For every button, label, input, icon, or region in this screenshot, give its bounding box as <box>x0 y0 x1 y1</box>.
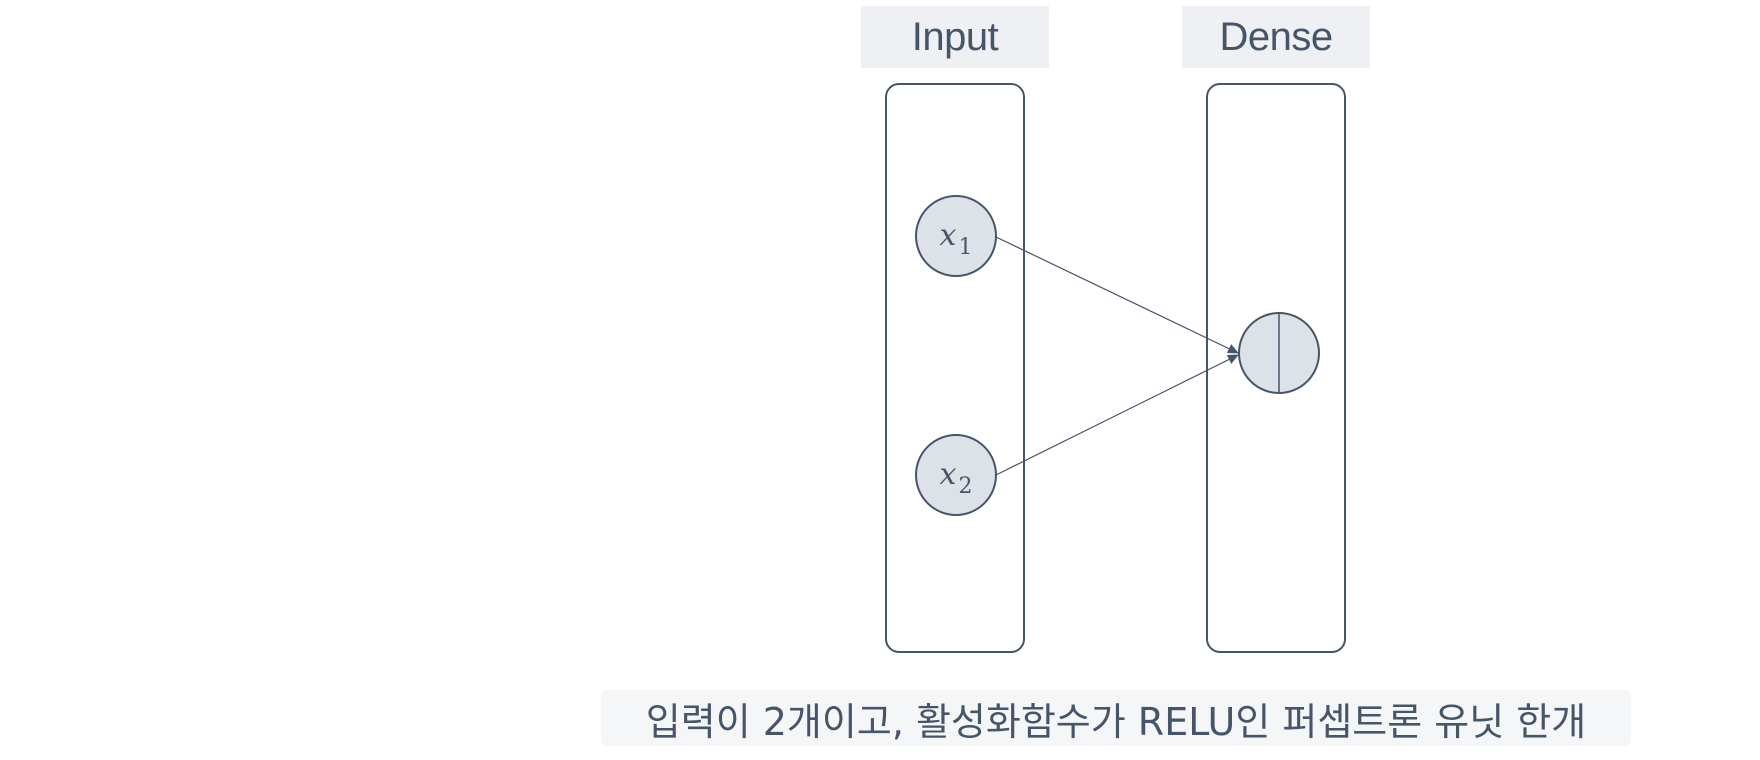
dense-layer-title: Dense <box>1219 14 1333 59</box>
connection-x1-to-unit <box>995 236 1239 354</box>
input-layer-header: Input <box>861 6 1049 68</box>
dense-layer-header: Dense <box>1182 6 1370 68</box>
x1-symbol: x <box>939 218 957 253</box>
caption-text: 입력이 2개이고, 활성화함수가 RELU인 퍼셉트론 유닛 한개 <box>645 699 1587 744</box>
input-layer-box <box>885 83 1025 653</box>
x2-symbol: x <box>939 457 957 492</box>
connection-x2-to-unit <box>995 354 1239 476</box>
x2-subscript: 2 <box>958 474 973 499</box>
x1-subscript: 1 <box>958 235 973 260</box>
input-layer-title: Input <box>911 14 999 59</box>
dense-layer-box <box>1206 83 1346 653</box>
diagram-caption: 입력이 2개이고, 활성화함수가 RELU인 퍼셉트론 유닛 한개 <box>601 690 1631 746</box>
